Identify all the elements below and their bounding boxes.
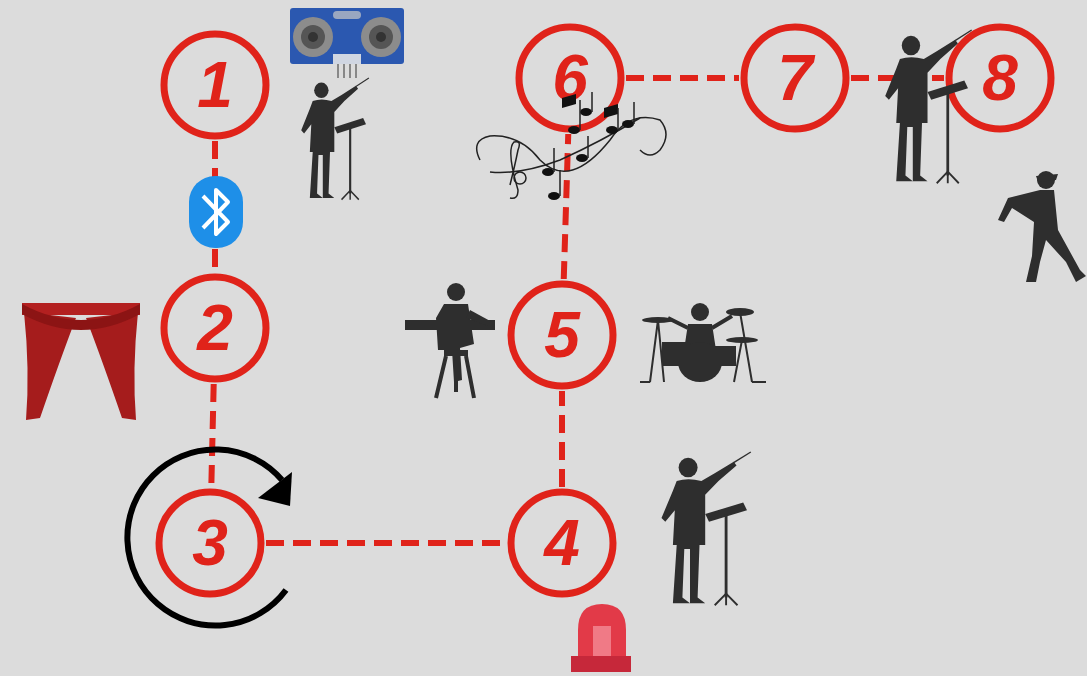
connector-line bbox=[626, 75, 739, 81]
connector-line bbox=[851, 75, 944, 81]
siren-light bbox=[571, 604, 631, 672]
bluetooth-icon bbox=[189, 176, 243, 248]
step-circle: 2 bbox=[159, 272, 271, 384]
dashed-connector bbox=[851, 78, 944, 79]
stage-curtain bbox=[22, 303, 140, 420]
connector-line bbox=[211, 384, 213, 487]
step-number: 7 bbox=[739, 22, 851, 134]
drummer bbox=[640, 303, 766, 382]
step-number: 8 bbox=[944, 22, 1056, 134]
step-number: 4 bbox=[506, 487, 618, 599]
dashed-connector bbox=[215, 141, 216, 272]
step-number: 6 bbox=[514, 22, 626, 134]
dashed-connector bbox=[266, 543, 506, 544]
loop-arrow bbox=[127, 449, 292, 625]
step-circle: 7 bbox=[739, 22, 851, 134]
connector-line bbox=[212, 141, 218, 272]
dashed-connector bbox=[211, 384, 213, 487]
connector-line bbox=[564, 134, 569, 279]
step-circle: 5 bbox=[506, 279, 618, 391]
dashed-connector bbox=[626, 78, 739, 79]
step-circle: 6 bbox=[514, 22, 626, 134]
conductor-silhouette bbox=[301, 78, 369, 200]
connector-line bbox=[266, 540, 506, 546]
ultrasonic-sensor bbox=[290, 8, 404, 78]
step-number: 5 bbox=[506, 279, 618, 391]
connector-line bbox=[559, 391, 565, 487]
step-circle: 1 bbox=[159, 29, 271, 141]
step-number: 1 bbox=[159, 29, 271, 141]
dashed-connector bbox=[562, 391, 563, 487]
step-circle: 4 bbox=[506, 487, 618, 599]
step-number: 2 bbox=[159, 272, 271, 384]
step-circle: 3 bbox=[154, 487, 266, 599]
step-circle: 8 bbox=[944, 22, 1056, 134]
keyboard-player bbox=[405, 283, 495, 398]
conductor-silhouette bbox=[662, 452, 751, 605]
dashed-connector bbox=[564, 134, 569, 279]
step-number: 3 bbox=[154, 487, 266, 599]
dancer bbox=[998, 171, 1086, 282]
